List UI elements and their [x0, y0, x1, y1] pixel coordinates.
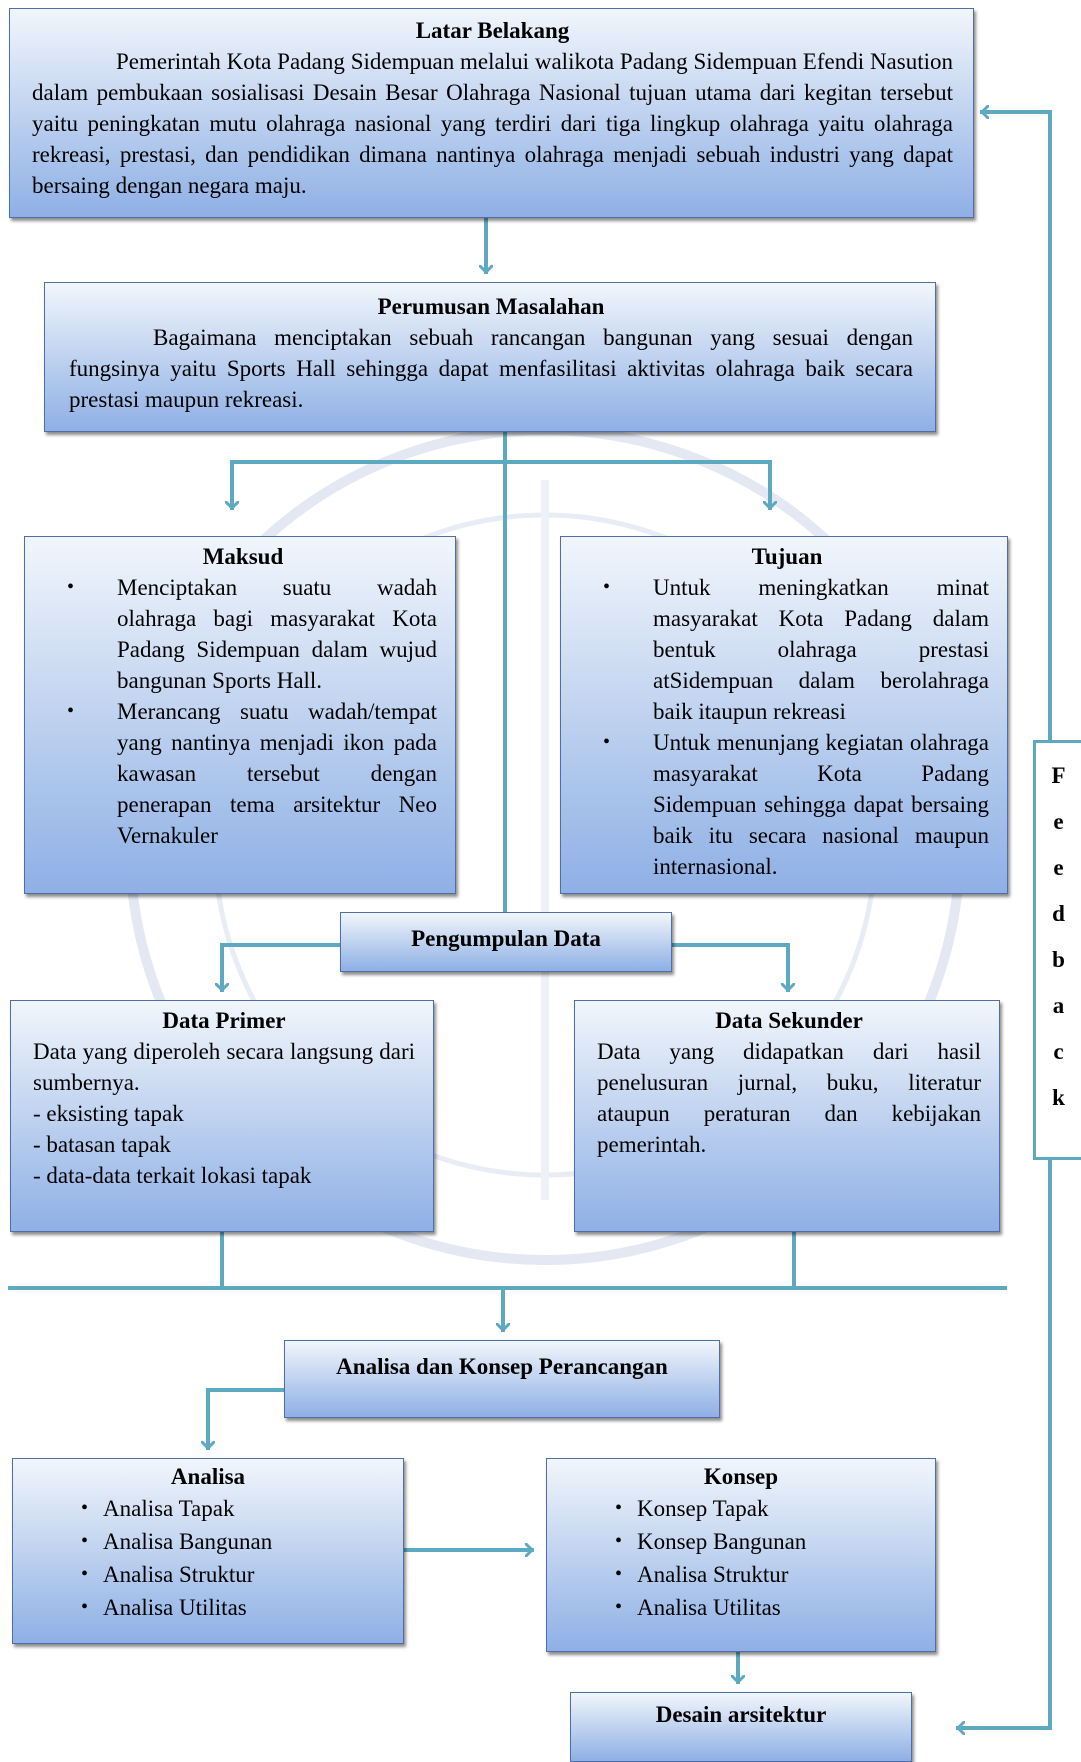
data-primer-item: - batasan tapak	[33, 1132, 171, 1157]
perumusan-masalahan-box: Perumusan Masalahan Bagaimana menciptaka…	[44, 282, 936, 432]
feedback-letter: e	[1053, 809, 1064, 834]
data-sekunder-box: Data Sekunder Data yang didapatkan dari …	[574, 1000, 1000, 1232]
maksud-title: Maksud	[202, 544, 284, 569]
tujuan-item: Untuk meningkatkan minat masyarakat Kota…	[603, 572, 989, 727]
konsep-list: Konsep Tapak Konsep Bangunan Analisa Str…	[597, 1492, 921, 1624]
analisa-title: Analisa	[170, 1464, 246, 1489]
pengumpulan-data-title: Pengumpulan Data	[411, 926, 601, 951]
data-primer-title: Data Primer	[162, 1008, 286, 1033]
analisa-item: Analisa Utilitas	[81, 1591, 389, 1624]
maksud-item: Menciptakan suatu wadah olahraga bagi ma…	[67, 572, 437, 696]
konsep-box: Konsep Konsep Tapak Konsep Bangunan Anal…	[546, 1458, 936, 1652]
analisa-item: Analisa Bangunan	[81, 1525, 389, 1558]
maksud-item: Merancang suatu wadah/tempat yang nantin…	[67, 696, 437, 851]
feedback-letter: e	[1053, 855, 1064, 880]
tujuan-title: Tujuan	[751, 544, 823, 569]
tujuan-item: Untuk menunjang kegiatan olahraga masyar…	[603, 727, 989, 882]
analisa-konsep-box: Analisa dan Konsep Perancangan	[284, 1340, 720, 1418]
feedback-letter: k	[1052, 1085, 1065, 1110]
feedback-letter: a	[1052, 993, 1065, 1018]
data-sekunder-title: Data Sekunder	[715, 1008, 863, 1033]
feedback-letter: F	[1051, 763, 1066, 788]
analisa-konsep-title: Analisa dan Konsep Perancangan	[336, 1354, 668, 1379]
tujuan-box: Tujuan Untuk meningkatkan minat masyarak…	[560, 536, 1008, 894]
desain-arsitektur-box: Desain arsitektur	[570, 1692, 912, 1762]
latar-belakang-title: Latar Belakang	[415, 18, 570, 43]
konsep-item: Konsep Bangunan	[615, 1525, 921, 1558]
analisa-list: Analisa Tapak Analisa Bangunan Analisa S…	[63, 1492, 389, 1624]
feedback-letter: b	[1052, 947, 1065, 972]
konsep-item: Konsep Tapak	[615, 1492, 921, 1525]
maksud-box: Maksud Menciptakan suatu wadah olahraga …	[24, 536, 456, 894]
data-primer-text: Data yang diperoleh secara langsung dari…	[33, 1039, 415, 1095]
data-primer-item: - eksisting tapak	[33, 1101, 184, 1126]
data-primer-box: Data Primer Data yang diperoleh secara l…	[10, 1000, 434, 1232]
perumusan-masalahan-title: Perumusan Masalahan	[377, 294, 605, 319]
desain-arsitektur-title: Desain arsitektur	[655, 1702, 827, 1727]
feedback-letter: d	[1052, 901, 1065, 926]
data-primer-list: - eksisting tapak - batasan tapak - data…	[33, 1098, 415, 1191]
analisa-item: Analisa Tapak	[81, 1492, 389, 1525]
maksud-list: Menciptakan suatu wadah olahraga bagi ma…	[49, 572, 437, 851]
data-primer-item: - data-data terkait lokasi tapak	[33, 1163, 312, 1188]
latar-belakang-text: Pemerintah Kota Padang Sidempuan melalui…	[32, 49, 953, 198]
konsep-title: Konsep	[703, 1464, 779, 1489]
pengumpulan-data-box: Pengumpulan Data	[340, 912, 672, 972]
analisa-item: Analisa Struktur	[81, 1558, 389, 1591]
feedback-label: F e e d b a c k	[1033, 740, 1081, 1160]
konsep-item: Analisa Utilitas	[615, 1591, 921, 1624]
data-sekunder-text: Data yang didapatkan dari hasil penelusu…	[597, 1039, 981, 1157]
feedback-letter: c	[1053, 1039, 1064, 1064]
analisa-box: Analisa Analisa Tapak Analisa Bangunan A…	[12, 1458, 404, 1644]
konsep-item: Analisa Struktur	[615, 1558, 921, 1591]
perumusan-masalahan-text: Bagaimana menciptakan sebuah rancangan b…	[69, 325, 913, 412]
latar-belakang-box: Latar Belakang Pemerintah Kota Padang Si…	[9, 8, 974, 218]
tujuan-list: Untuk meningkatkan minat masyarakat Kota…	[585, 572, 989, 882]
